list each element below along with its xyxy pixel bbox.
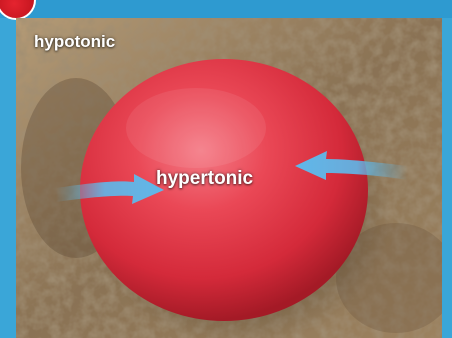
hypotonic-label: hypotonic (34, 32, 115, 52)
figure-header-bar (0, 0, 452, 18)
hypertonic-label: hypertonic (156, 168, 253, 190)
red-blood-cell-micrograph: hypotonic hypertonic (16, 18, 442, 338)
figure-right-border (442, 18, 452, 338)
